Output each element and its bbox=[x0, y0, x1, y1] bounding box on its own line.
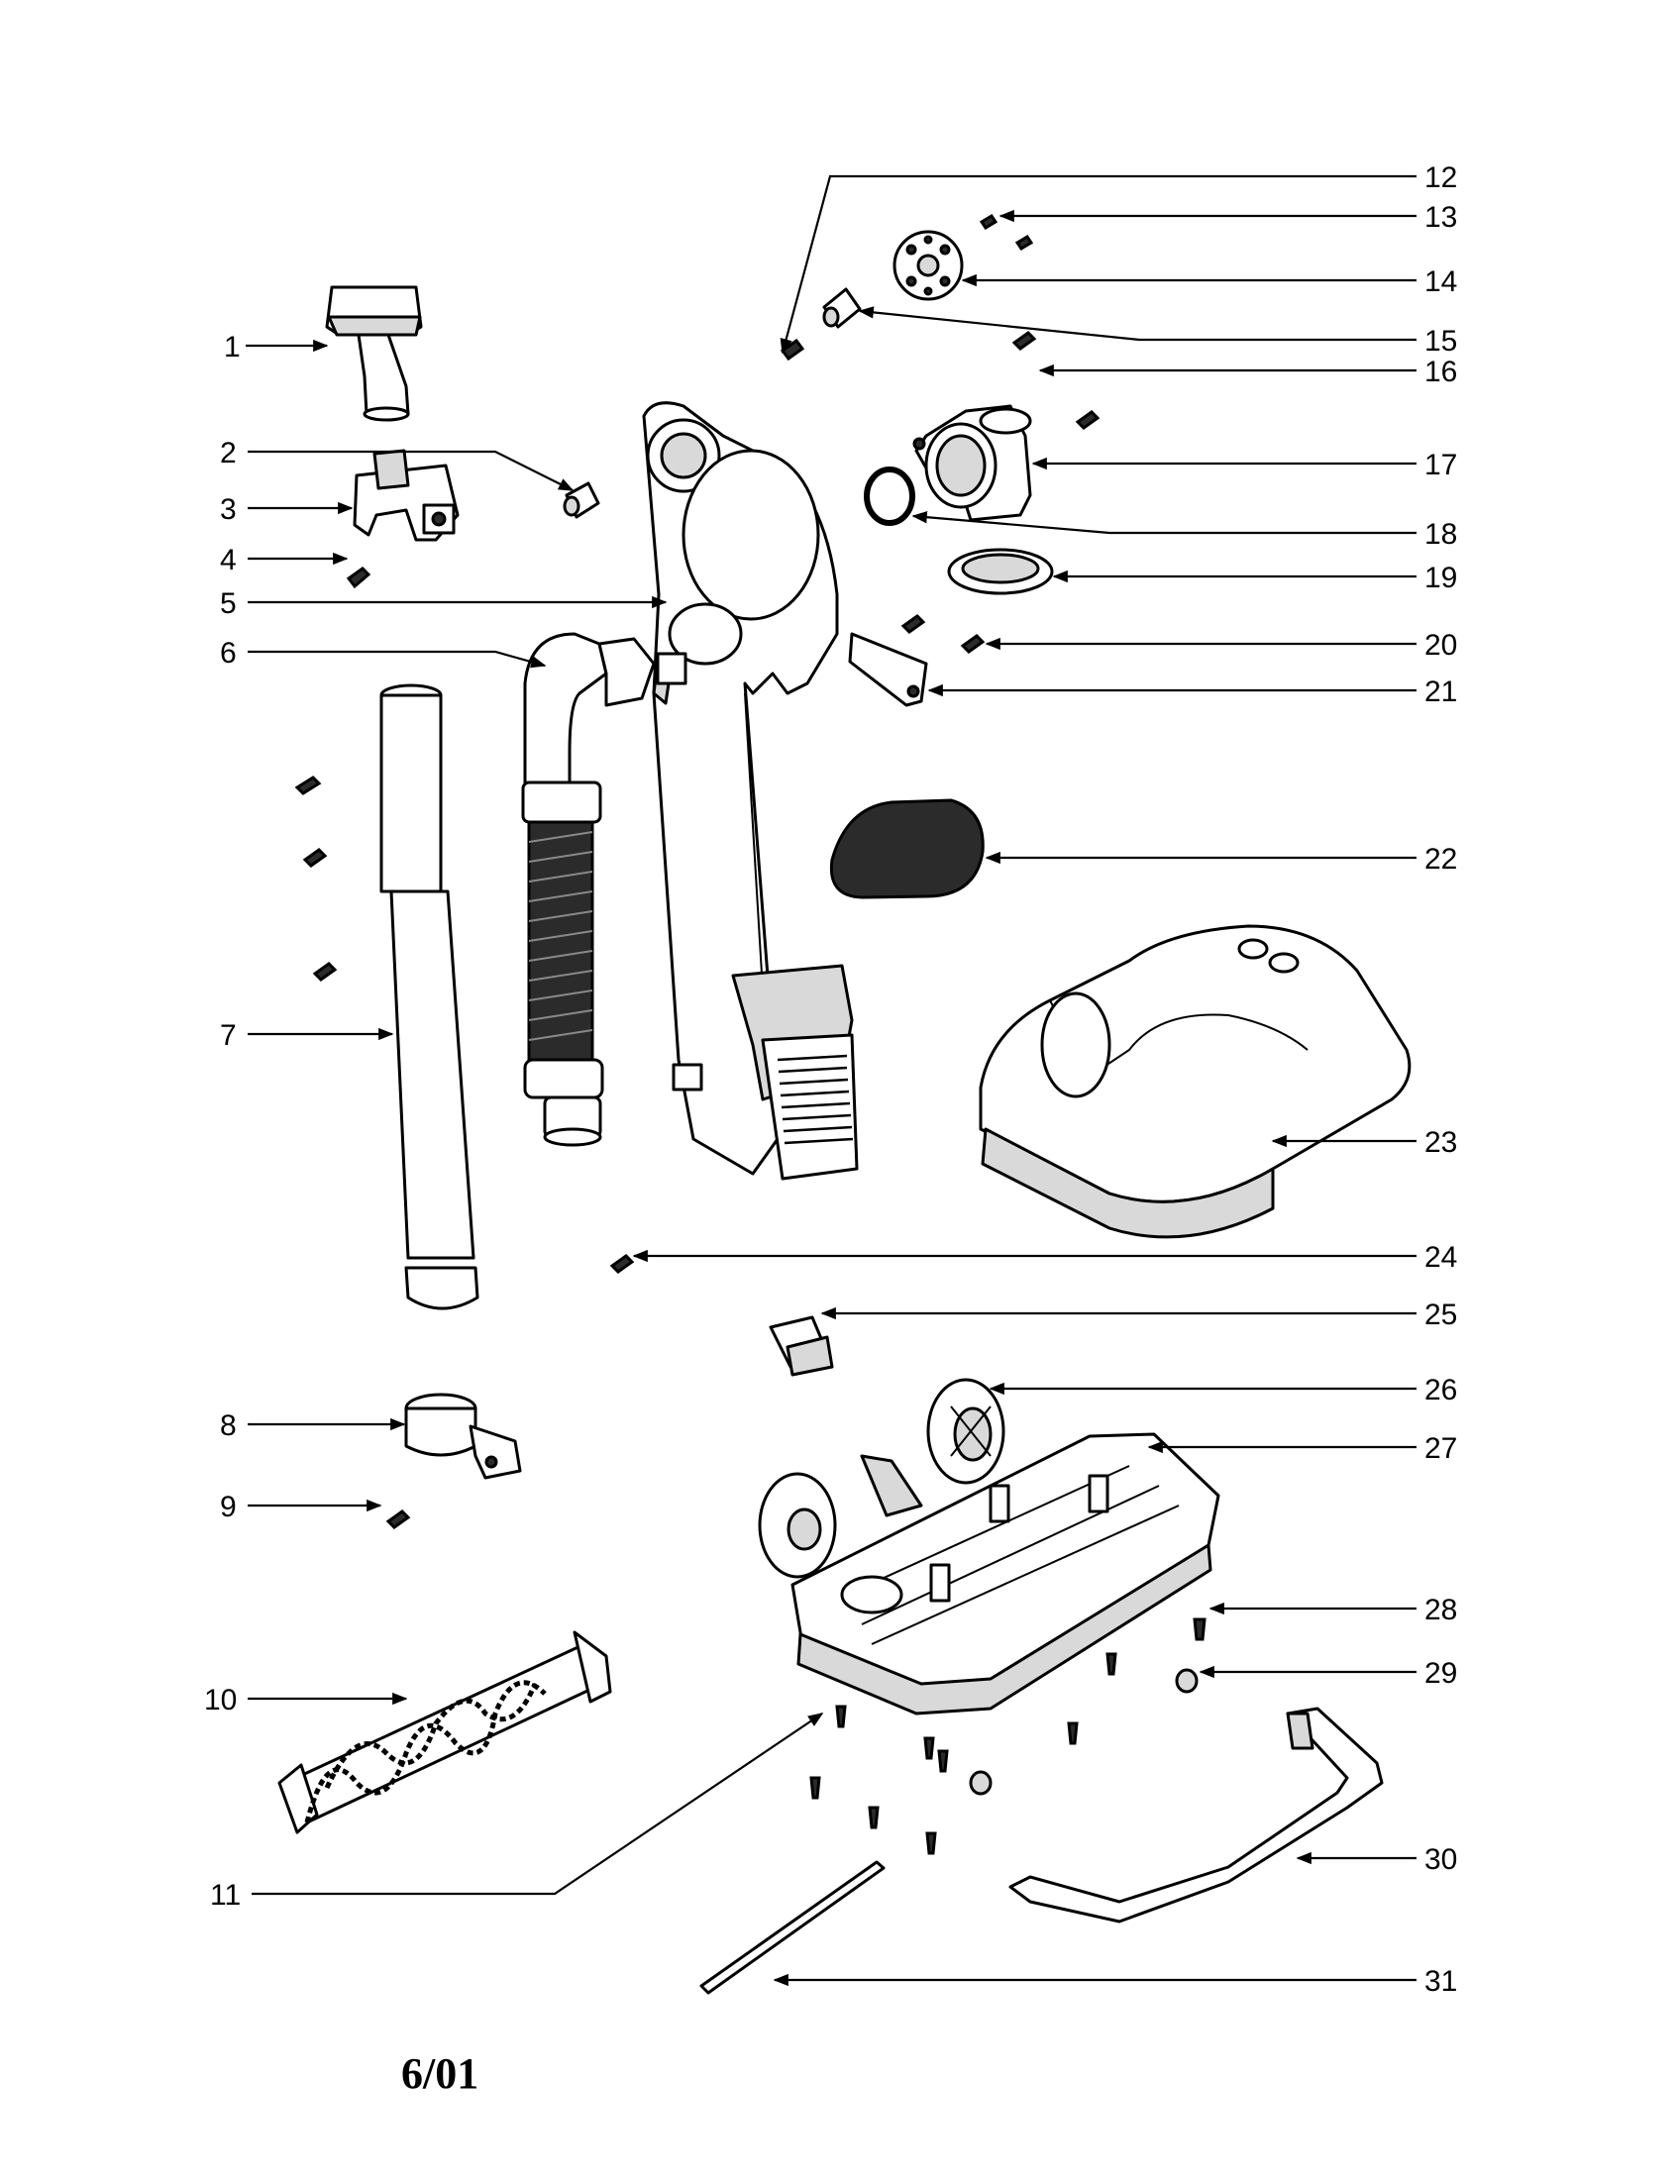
part-17-elbow-duct bbox=[912, 404, 1032, 522]
callout-13: 13 bbox=[1424, 201, 1457, 234]
part-16-screw bbox=[1011, 331, 1101, 430]
leader-lines bbox=[246, 174, 1417, 1987]
callout-4: 4 bbox=[220, 544, 237, 576]
part-13-screws bbox=[979, 213, 1034, 252]
callout-9: 9 bbox=[220, 1491, 237, 1523]
callout-labels: 1 2 3 4 5 6 7 8 9 10 11 12 13 14 15 16 1… bbox=[204, 161, 1457, 1998]
part-18-o-ring bbox=[864, 467, 915, 526]
part-1-attachment-tool bbox=[325, 285, 423, 422]
part-21-latch bbox=[848, 632, 928, 707]
part-7-extension-wand bbox=[379, 683, 479, 1310]
part-20-screws bbox=[900, 614, 986, 654]
part-14-filter-disc bbox=[892, 230, 964, 301]
callout-22: 22 bbox=[1424, 843, 1457, 876]
callout-14: 14 bbox=[1424, 265, 1457, 298]
callout-12: 12 bbox=[1424, 161, 1457, 194]
callout-29: 29 bbox=[1424, 1657, 1457, 1690]
part-23-hood-cover bbox=[979, 924, 1412, 1239]
part-29-bushing bbox=[1175, 1668, 1199, 1694]
part-19-seal-ring bbox=[947, 548, 1054, 595]
part-27-base-assembly bbox=[790, 1432, 1220, 1716]
part-3-clip-bracket bbox=[353, 449, 460, 542]
callout-2: 2 bbox=[220, 437, 237, 469]
callout-18: 18 bbox=[1424, 518, 1457, 551]
part-15-sleeve bbox=[822, 287, 862, 329]
part-4-screw bbox=[346, 567, 371, 589]
callout-6: 6 bbox=[220, 637, 237, 670]
callout-11: 11 bbox=[210, 1879, 241, 1912]
callout-20: 20 bbox=[1424, 629, 1457, 662]
callout-8: 8 bbox=[220, 1409, 237, 1442]
callout-30: 30 bbox=[1424, 1843, 1457, 1876]
callout-16: 16 bbox=[1424, 356, 1457, 388]
callout-25: 25 bbox=[1424, 1299, 1457, 1331]
callout-5: 5 bbox=[220, 587, 237, 620]
part-10-brushroll bbox=[277, 1630, 612, 1834]
callout-10: 10 bbox=[204, 1684, 237, 1716]
callout-31: 31 bbox=[1424, 1965, 1457, 1998]
callout-15: 15 bbox=[1424, 325, 1457, 358]
part-26-wheels bbox=[758, 1378, 1005, 1579]
callout-19: 19 bbox=[1424, 562, 1457, 594]
part-6-flex-hose bbox=[521, 632, 656, 1147]
callout-3: 3 bbox=[220, 493, 237, 526]
loose-screws-left bbox=[294, 776, 338, 982]
callout-1: 1 bbox=[224, 331, 241, 364]
callout-28: 28 bbox=[1424, 1594, 1457, 1626]
callout-21: 21 bbox=[1424, 676, 1457, 708]
part-25-belt-guard bbox=[769, 1315, 834, 1377]
part-31-strip bbox=[699, 1860, 886, 1995]
callout-26: 26 bbox=[1424, 1374, 1457, 1406]
part-5-upper-housing bbox=[642, 401, 859, 1181]
callout-27: 27 bbox=[1424, 1432, 1457, 1465]
part-28-screw bbox=[1193, 1617, 1207, 1641]
part-9-screw bbox=[385, 1509, 411, 1529]
part-24-screw bbox=[609, 1254, 635, 1274]
date-code: 6/01 bbox=[401, 2049, 479, 2098]
callout-23: 23 bbox=[1424, 1126, 1457, 1159]
callout-24: 24 bbox=[1424, 1241, 1457, 1274]
part-30-bumper bbox=[1008, 1707, 1384, 1924]
callout-7: 7 bbox=[220, 1019, 237, 1052]
part-22-filter-pad bbox=[829, 798, 985, 899]
part-8-wand-holder bbox=[404, 1393, 522, 1480]
part-2-sleeve bbox=[563, 481, 600, 519]
part-11-screws bbox=[809, 1652, 1117, 1855]
callout-17: 17 bbox=[1424, 449, 1457, 481]
